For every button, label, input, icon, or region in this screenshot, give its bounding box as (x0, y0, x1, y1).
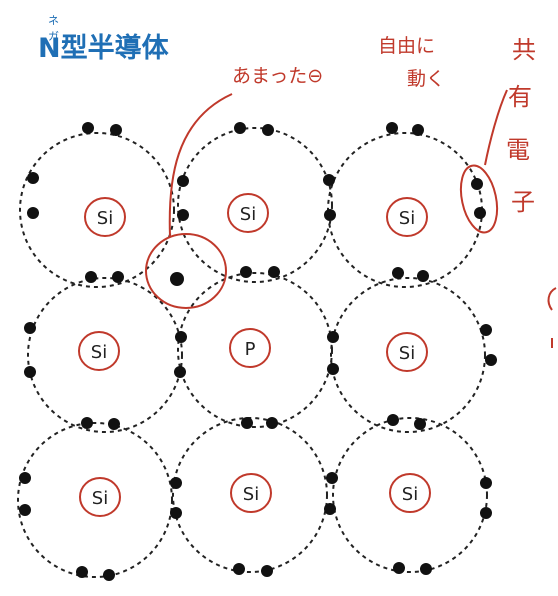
electron (177, 209, 189, 221)
electron (327, 363, 339, 375)
electron (266, 417, 278, 429)
covalent-pair-ring (459, 164, 499, 234)
electron (175, 331, 187, 343)
electron (327, 331, 339, 343)
electron (420, 563, 432, 575)
nucleus-2 (227, 193, 269, 233)
atom-label-si: Si (91, 342, 107, 363)
electron (241, 417, 253, 429)
atom-label-p: P (245, 339, 256, 360)
electron (19, 472, 31, 484)
title-text: N型半導体 (38, 33, 169, 64)
title-ruby: ネガ (48, 14, 60, 43)
electrons (19, 122, 497, 581)
atom-label-si: Si (97, 208, 113, 229)
orbit-4 (27, 277, 183, 433)
nucleus-4 (78, 331, 120, 371)
atom-label-si: Si (243, 484, 259, 505)
nucleus-5 (229, 328, 271, 368)
electron (480, 477, 492, 489)
nuclei (78, 193, 431, 517)
electron (262, 124, 274, 136)
nucleus-6 (386, 332, 428, 372)
covalent-label: 有 (508, 83, 532, 111)
nucleus-9 (389, 473, 431, 513)
orbit-7 (17, 422, 173, 578)
electron (103, 569, 115, 581)
orbit-9 (332, 417, 488, 573)
electron (417, 270, 429, 282)
nucleus-3 (386, 197, 428, 237)
electron (24, 322, 36, 334)
electron (414, 418, 426, 430)
atom-label-si: Si (92, 488, 108, 509)
electron (19, 504, 31, 516)
orbit-2 (177, 127, 333, 283)
electron (393, 562, 405, 574)
electron (268, 266, 280, 278)
electron (110, 124, 122, 136)
edge-mark (547, 287, 557, 311)
orbit-5 (177, 272, 333, 428)
electron (240, 266, 252, 278)
electron (480, 507, 492, 519)
atom-label-si: Si (240, 204, 256, 225)
electron (170, 507, 182, 519)
pointer-line (168, 93, 233, 237)
electron (392, 267, 404, 279)
electron (81, 417, 93, 429)
atom-label-si: Si (399, 208, 415, 229)
electron (485, 354, 497, 366)
electron (85, 271, 97, 283)
electron (27, 172, 39, 184)
electron (234, 122, 246, 134)
extra-electron-ring (145, 233, 227, 309)
nucleus-1 (84, 197, 126, 237)
electron (386, 122, 398, 134)
atom-label-si: Si (399, 343, 415, 364)
electron (323, 174, 335, 186)
electron (27, 207, 39, 219)
electron (24, 366, 36, 378)
covalent-pointer (484, 89, 508, 166)
electron (76, 566, 88, 578)
covalent-label: 電 (506, 136, 530, 164)
electron (261, 565, 273, 577)
nucleus-8 (230, 473, 272, 513)
orbit-1 (19, 132, 175, 288)
extra-electron (170, 272, 184, 286)
electron (324, 209, 336, 221)
electron (112, 271, 124, 283)
electron (108, 418, 120, 430)
covalent-label: 子 (511, 188, 535, 216)
electron (326, 472, 338, 484)
electron (324, 503, 336, 515)
electron (471, 178, 483, 190)
annotation-marks (145, 89, 557, 348)
extra-electron-label: あまった⊖ (232, 65, 323, 87)
free-move-label: 動く (407, 68, 445, 90)
atom-label-si: Si (402, 484, 418, 505)
electron (480, 324, 492, 336)
nucleus-7 (79, 477, 121, 517)
covalent-label: 共 (512, 36, 536, 64)
orbit-6 (330, 277, 486, 433)
electron (174, 366, 186, 378)
electron (233, 563, 245, 575)
electron (474, 207, 486, 219)
electron (177, 175, 189, 187)
free-move-label: 自由に (378, 35, 435, 57)
annotation-texts: あまった⊖ 自由に 動く 共 有 電 子 (232, 35, 536, 216)
electron (412, 124, 424, 136)
atom-labels: Si Si Si Si P Si Si Si Si (91, 204, 418, 509)
electron (387, 414, 399, 426)
electron (82, 122, 94, 134)
electron (170, 477, 182, 489)
